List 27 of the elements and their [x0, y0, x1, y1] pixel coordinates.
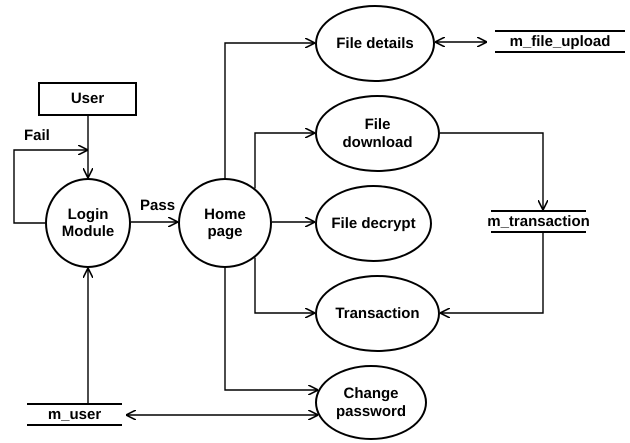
node-label: m_user [48, 406, 102, 424]
node-label: m_file_upload [510, 32, 610, 50]
arrow [440, 132, 549, 211]
entity-box [38, 82, 137, 116]
node-label: m_transaction [487, 212, 590, 230]
arrow [434, 36, 488, 48]
node-label: File decrypt [331, 214, 416, 232]
node-label: File download [342, 116, 414, 151]
node-label: Change password [334, 385, 408, 420]
node-label: User [70, 90, 104, 108]
arrow [82, 267, 94, 403]
node-label: Transaction [335, 304, 420, 322]
arrow [439, 233, 544, 319]
arrow [272, 216, 316, 228]
arrow [254, 127, 316, 188]
arrow [13, 144, 89, 224]
edge-label: Pass [138, 198, 178, 213]
arrow [125, 409, 319, 421]
node-label: Login Module [60, 206, 116, 240]
arrow [254, 258, 316, 319]
node-label: Home page [203, 206, 247, 240]
edge-label: Fail [22, 128, 52, 143]
arrow [82, 116, 94, 179]
arrow [224, 37, 316, 178]
arrow [224, 268, 319, 396]
node-label: File details [336, 34, 414, 52]
arrow [131, 216, 179, 228]
